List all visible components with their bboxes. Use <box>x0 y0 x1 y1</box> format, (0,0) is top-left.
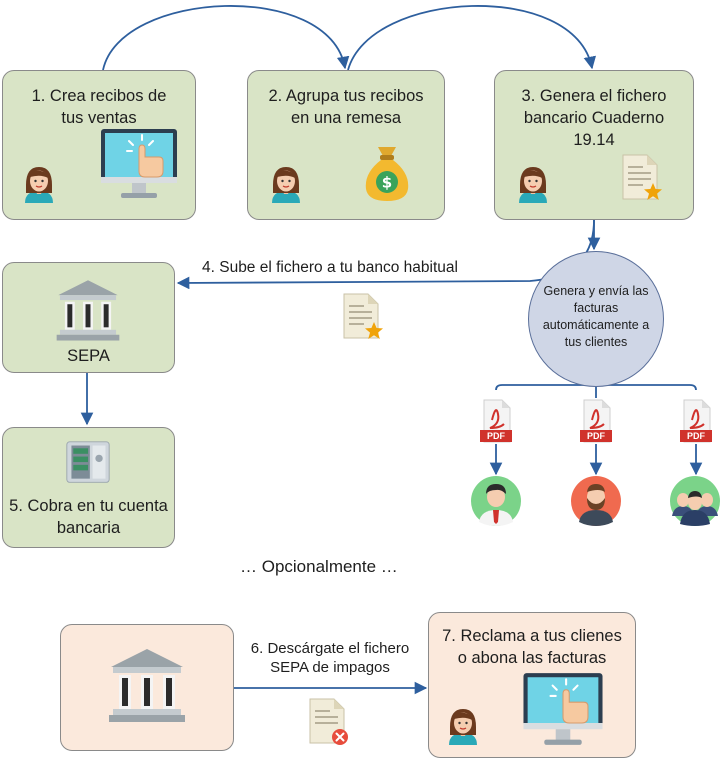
bank-safe-icon <box>65 440 111 486</box>
pdf-label: PDF <box>687 431 705 441</box>
step-7-label: 7. Reclama a tus clienes o abona las fac… <box>442 627 622 667</box>
businessman-avatar-icon <box>471 476 521 526</box>
pdf-label: PDF <box>487 431 505 441</box>
touch-monitor-icon <box>521 671 605 749</box>
step-6-box <box>60 624 234 751</box>
pdf-file-1: PDF <box>478 398 514 444</box>
invoice-generation-node: Genera y envía las facturas automáticame… <box>528 251 664 387</box>
arrow-2-to-3 <box>347 5 597 71</box>
step-6-label: 6. Descárgate el fichero SEPA de impagos <box>250 640 410 676</box>
step-5-box: 5. Cobra en tu cuenta bancaria <box>2 427 175 548</box>
pdf-label: PDF <box>587 431 605 441</box>
optional-label: … Opcionalmente … <box>240 557 398 576</box>
group-avatar-icon <box>670 476 720 526</box>
step-4-label: 4. Sube el fichero a tu banco habitual <box>202 259 458 276</box>
document-error-icon <box>306 697 350 747</box>
document-star-icon <box>619 153 663 203</box>
sepa-bank-box: SEPA <box>2 262 175 373</box>
arrow-1-to-2 <box>102 5 350 71</box>
sepa-label: SEPA <box>67 347 110 365</box>
touch-monitor-icon <box>99 127 179 202</box>
bank-building-icon <box>107 645 187 725</box>
step-7-box: 7. Reclama a tus clienes o abona las fac… <box>428 612 636 758</box>
pdf-file-2: PDF <box>578 398 614 444</box>
woman-avatar-icon <box>19 163 59 203</box>
woman-avatar-icon <box>266 163 306 203</box>
step-1-label: 1. Crea recibos de tus ventas <box>31 87 167 127</box>
step-2-label: 2. Agrupa tus recibos en una remesa <box>268 87 424 127</box>
invoice-node-label: Genera y envía las facturas automáticame… <box>542 284 650 349</box>
woman-avatar-icon <box>513 163 553 203</box>
document-star-icon <box>340 292 384 342</box>
pdf-file-3: PDF <box>678 398 714 444</box>
step-3-label: 3. Genera el fichero bancario Cuaderno 1… <box>521 87 667 149</box>
woman-avatar-icon <box>443 705 483 745</box>
money-bag-icon <box>362 143 412 203</box>
bank-building-icon <box>55 277 121 343</box>
step-1-box: 1. Crea recibos de tus ventas <box>2 70 196 220</box>
step-5-label: 5. Cobra en tu cuenta bancaria <box>9 497 168 537</box>
step-3-box: 3. Genera el fichero bancario Cuaderno 1… <box>494 70 694 220</box>
bearded-man-avatar-icon <box>571 476 621 526</box>
step-2-box: 2. Agrupa tus recibos en una remesa <box>247 70 445 220</box>
